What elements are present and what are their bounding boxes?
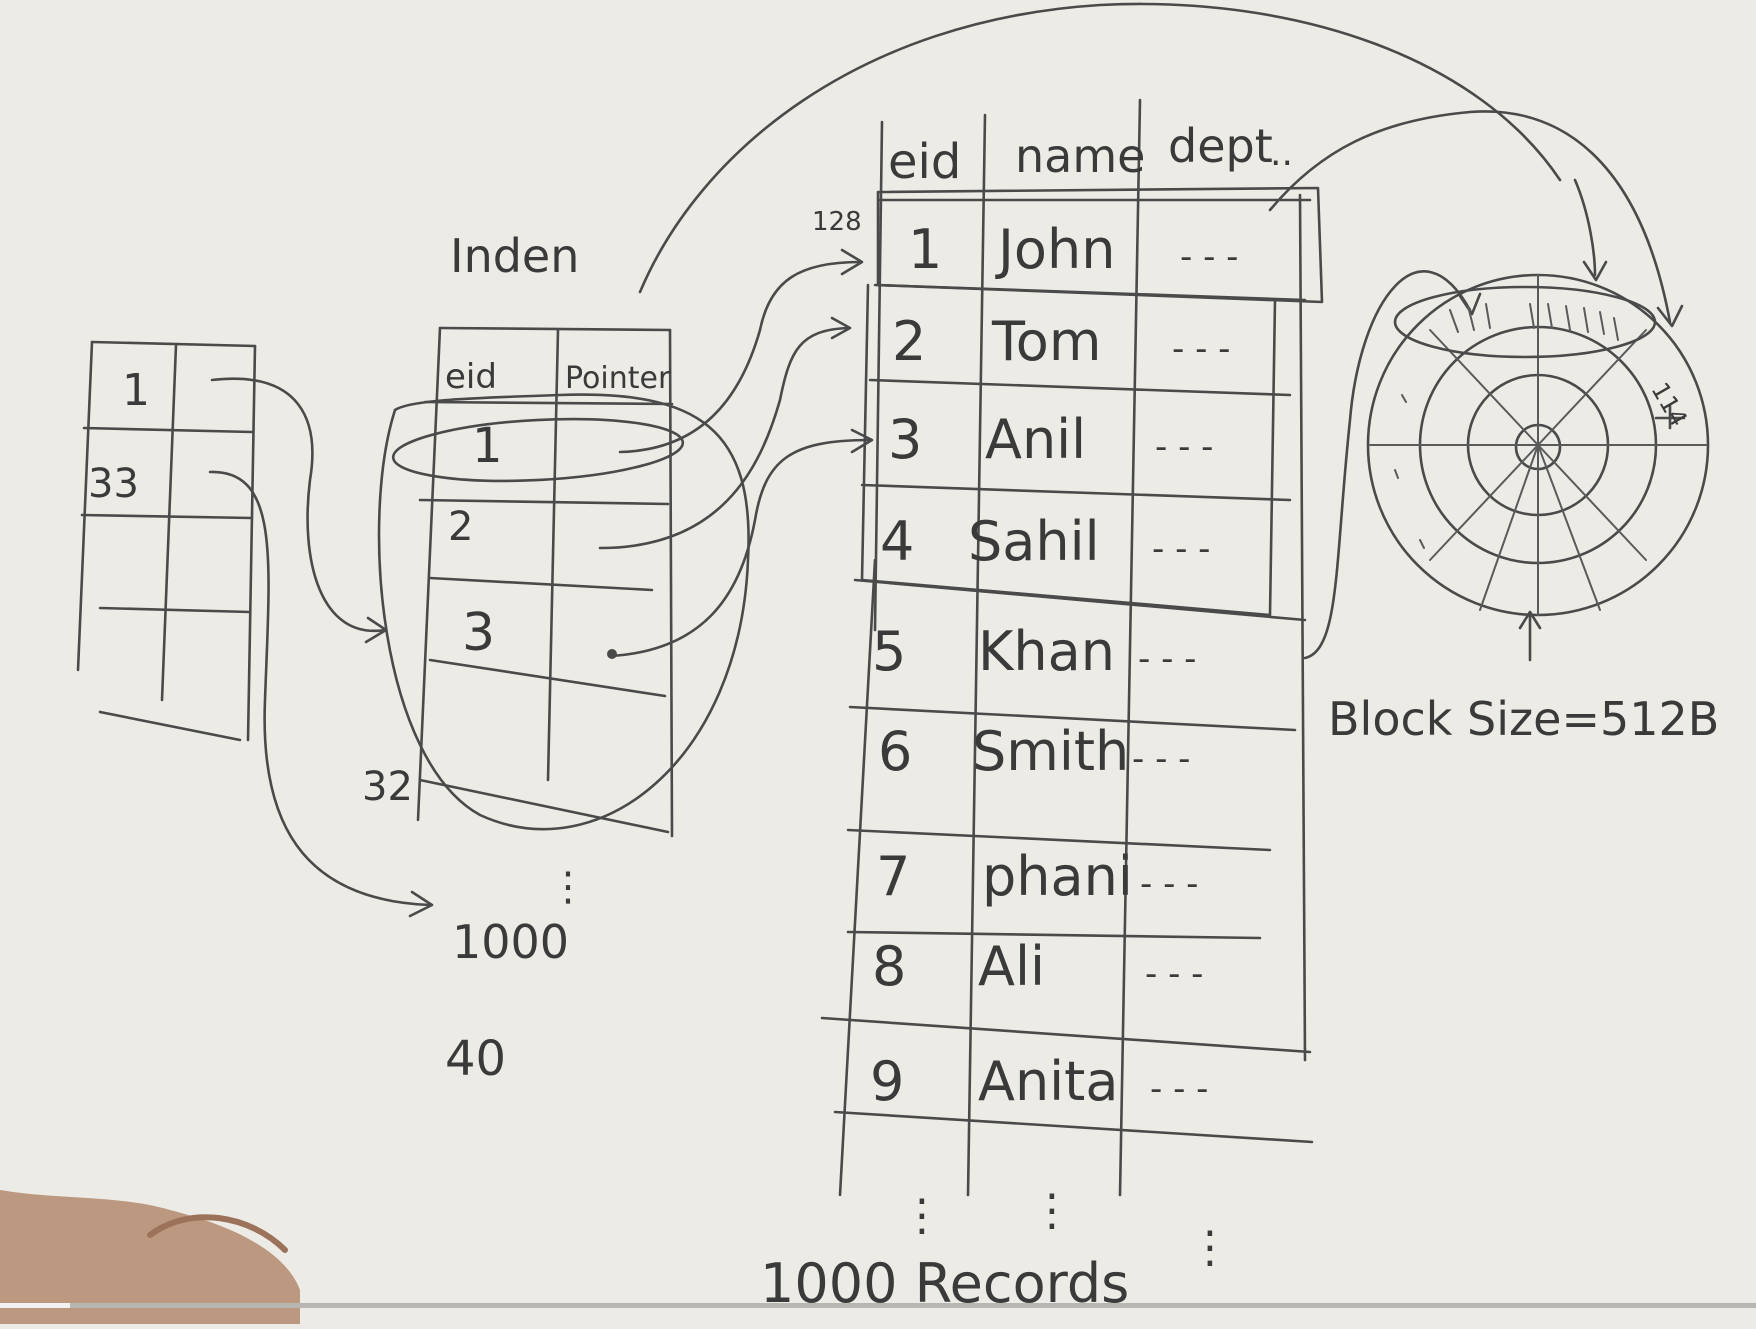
record-name: Sahil (968, 510, 1100, 573)
record-dept: - - - (1152, 529, 1210, 569)
index-blocks-label: 40 (445, 1031, 506, 1087)
record-eid: 6 (878, 720, 912, 783)
record-eid: 4 (880, 510, 914, 573)
index-pointer-arrow-3 (610, 438, 872, 658)
index-header-eid: eid (445, 357, 497, 397)
record-dept: - - - (1140, 864, 1198, 904)
video-progress-bar[interactable] (0, 1303, 1756, 1308)
record-to-disk-arrow-1 (1268, 110, 1672, 324)
record-eid: 7 (876, 845, 910, 908)
disk-pointer-arrow (1518, 610, 1542, 662)
index-count-label: 32 (362, 764, 413, 810)
index-pointer-arrow-2 (598, 326, 850, 550)
index-pointer-arrow-1 (618, 260, 862, 454)
record-name: Anil (985, 408, 1086, 471)
index-pointer-dot (607, 649, 617, 659)
records-ellipsis-name: ⋮ (1030, 1185, 1074, 1236)
record-name: Anita (978, 1050, 1118, 1113)
record-eid: 2 (892, 310, 926, 373)
record-block-box-1 (876, 186, 1324, 304)
record-name: Khan (978, 620, 1115, 683)
index-table (416, 326, 674, 838)
table-header-suffix: .. (1270, 133, 1293, 174)
table-header-dept: dept (1168, 119, 1273, 173)
record-eid: 3 (888, 408, 922, 471)
record-name: phani (982, 845, 1133, 908)
records-rows: 1 John - - - 2 Tom - - - 3 Anil - - - 4 Sahil - - -… (870, 218, 1238, 1113)
record-dept: - - - (1132, 739, 1190, 779)
index-key-2: 2 (448, 504, 473, 550)
index-title: Inden (450, 229, 579, 283)
block-offset-label: 128 (812, 207, 862, 237)
block-size-label: Block Size=512B (1328, 692, 1719, 746)
table-header-name: name (1015, 129, 1145, 183)
record-dept: - - - (1172, 329, 1230, 369)
record-dept: - - - (1145, 954, 1203, 994)
outer-pointer-arrow-1 (210, 377, 387, 633)
record-dept: - - - (1180, 237, 1238, 277)
record-eid: 1 (908, 218, 942, 281)
record-eid: 8 (872, 935, 906, 998)
record-name: Tom (991, 310, 1101, 373)
record-eid: 5 (872, 620, 906, 683)
outer-index-table (76, 340, 257, 742)
record-name: Ali (978, 935, 1045, 998)
record-to-disk-arrow-2 (1303, 270, 1472, 660)
index-to-top-arc (638, 2, 1562, 294)
outer-pointer-arrow-33 (208, 470, 432, 907)
record-dept: - - - (1150, 1069, 1208, 1109)
disk-platter (1366, 273, 1710, 617)
record-eid: 9 (870, 1050, 904, 1113)
outer-index-key-33: 33 (88, 461, 139, 507)
table-header-eid: eid (888, 134, 961, 190)
video-progress-fill (0, 1303, 71, 1308)
presenter-hand (0, 1190, 300, 1324)
records-ellipsis-eid: ⋮ (900, 1190, 944, 1241)
index-row-highlight (391, 417, 685, 483)
records-ellipsis-dept: ⋮ (1188, 1222, 1232, 1273)
record-block-box-2 (860, 283, 1277, 617)
record-name: John (995, 218, 1115, 281)
index-ellipsis: ⋮ (548, 864, 588, 910)
record-dept: - - - (1138, 639, 1196, 679)
index-key-1: 1 (472, 418, 503, 474)
index-key-3: 3 (462, 603, 495, 663)
index-total-label: 1000 (452, 915, 569, 969)
record-name: Smith (972, 720, 1129, 783)
index-block-ellipse (377, 393, 750, 831)
record-dept: - - - (1155, 427, 1213, 467)
outer-index-key-1: 1 (122, 365, 150, 416)
index-header-pointer: Pointer (565, 361, 671, 396)
